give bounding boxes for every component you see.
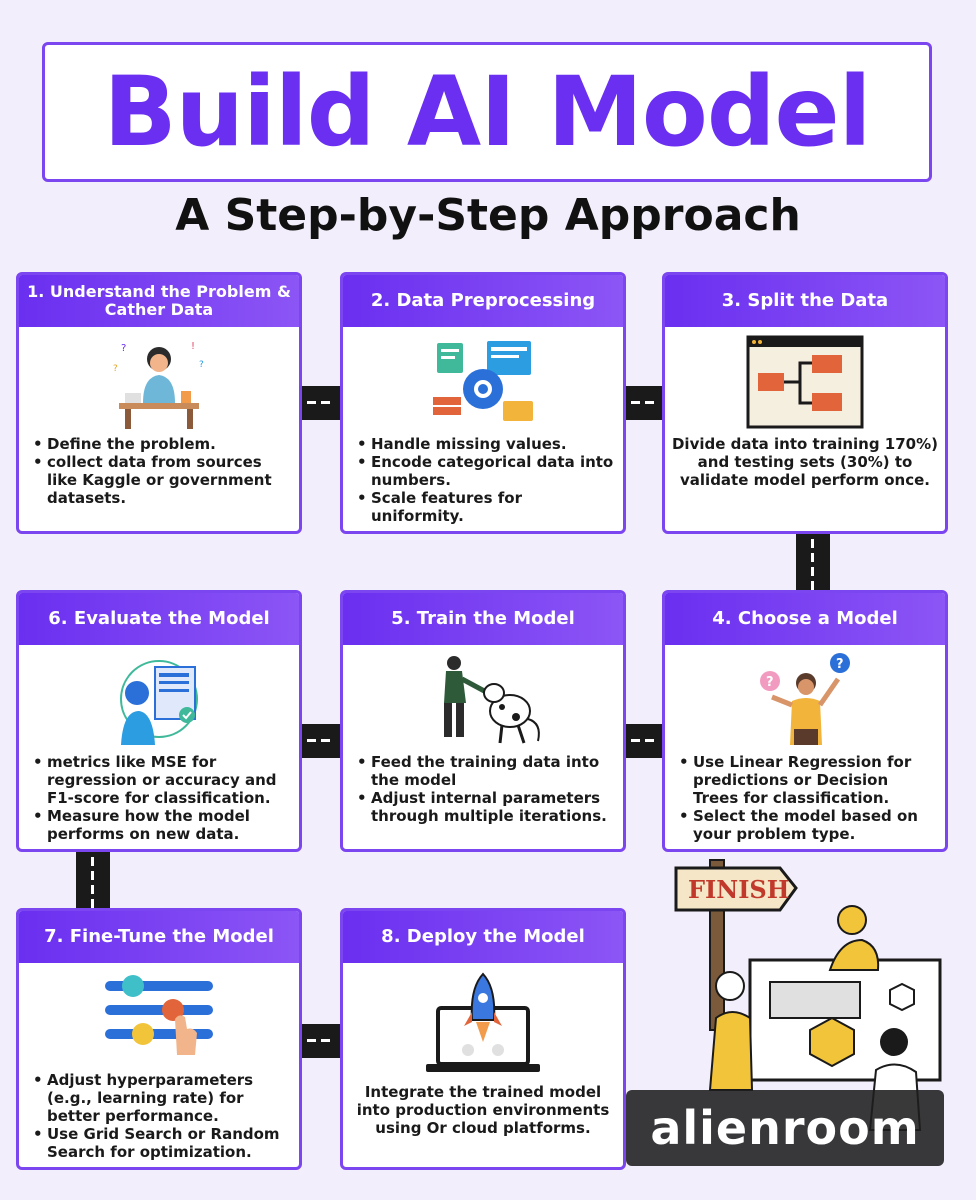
connector	[626, 724, 664, 758]
connector	[302, 724, 340, 758]
watermark: alienroom	[626, 1090, 944, 1166]
step-bullet: Define the problem.	[29, 435, 291, 453]
person-training-dog-icon	[343, 645, 623, 753]
step-title: 6. Evaluate the Model	[19, 593, 299, 645]
step-bullet: Handle missing values.	[353, 435, 615, 453]
sliders-icon	[19, 963, 299, 1071]
step-title: 5. Train the Model	[343, 593, 623, 645]
connector	[302, 386, 340, 420]
step-body: Handle missing values. Encode categorica…	[343, 435, 623, 525]
person-choosing-icon: ? ?	[665, 645, 945, 753]
finish-illustration: FINISH	[640, 850, 970, 1180]
svg-text:!: !	[191, 341, 195, 352]
step-card-2: 2. Data Preprocessing Handle missing val…	[340, 272, 626, 534]
svg-text:?: ?	[199, 360, 204, 370]
page-title: Build AI Model	[103, 56, 871, 168]
svg-text:?: ?	[766, 675, 774, 690]
step-body: Use Linear Regression for predictions or…	[665, 753, 945, 843]
data-gear-icon	[343, 327, 623, 435]
connector	[796, 534, 830, 596]
step-body: Divide data into training 170%) and test…	[671, 435, 939, 489]
connector	[76, 852, 110, 914]
step-bullet: collect data from sources like Kaggle or…	[29, 453, 291, 507]
connector	[302, 1024, 340, 1058]
step-title: 3. Split the Data	[665, 275, 945, 327]
finish-sign-label: FINISH	[688, 875, 789, 904]
step-bullet: Measure how the model performs on new da…	[29, 807, 291, 843]
step-card-8: 8. Deploy the Model Integrate the traine…	[340, 908, 626, 1170]
page-subtitle: A Step-by-Step Approach	[175, 190, 801, 241]
step-card-3: 3. Split the Data Divide data into train…	[662, 272, 948, 534]
step-bullet: Scale features for uniformity.	[353, 489, 615, 525]
title-box: Build AI Model	[42, 42, 932, 182]
step-body: Adjust hyperparameters (e.g., learning r…	[19, 1071, 299, 1161]
step-bullet: Adjust internal parameters through multi…	[353, 789, 615, 825]
svg-text:?: ?	[121, 343, 126, 354]
step-title: 7. Fine-Tune the Model	[19, 911, 299, 963]
thinking-person-icon: ? ! ? ?	[19, 327, 299, 435]
step-card-6: 6. Evaluate the Model metrics like MSE f…	[16, 590, 302, 852]
step-card-4: 4. Choose a Model ? ? Use Linear Regress…	[662, 590, 948, 852]
step-bullet: Select the model based on your problem t…	[675, 807, 937, 843]
folder-tree-icon	[665, 327, 945, 435]
person-reviewing-report-icon	[19, 645, 299, 753]
step-bullet: Adjust hyperparameters (e.g., learning r…	[29, 1071, 291, 1125]
step-title: 2. Data Preprocessing	[343, 275, 623, 327]
step-bullet: Use Grid Search or Random Search for opt…	[29, 1125, 291, 1161]
step-body: Feed the training data into the model Ad…	[343, 753, 623, 825]
step-card-1: 1. Understand the Problem & Cather Data …	[16, 272, 302, 534]
rocket-laptop-icon	[343, 963, 623, 1083]
step-title: 4. Choose a Model	[665, 593, 945, 645]
svg-text:?: ?	[113, 364, 118, 374]
step-title: 8. Deploy the Model	[343, 911, 623, 963]
step-body: Define the problem. collect data from so…	[19, 435, 299, 507]
step-bullet: Feed the training data into the model	[353, 753, 615, 789]
step-bullet: Encode categorical data into numbers.	[353, 453, 615, 489]
step-title: 1. Understand the Problem & Cather Data	[19, 275, 299, 327]
connector	[626, 386, 664, 420]
svg-text:?: ?	[836, 657, 844, 672]
step-body: metrics like MSE for regression or accur…	[19, 753, 299, 843]
step-body: Integrate the trained model into product…	[356, 1083, 610, 1137]
step-card-5: 5. Train the Model Feed the training dat…	[340, 590, 626, 852]
step-bullet: Use Linear Regression for predictions or…	[675, 753, 937, 807]
step-bullet: metrics like MSE for regression or accur…	[29, 753, 291, 807]
step-card-7: 7. Fine-Tune the Model Adjust hyperparam…	[16, 908, 302, 1170]
